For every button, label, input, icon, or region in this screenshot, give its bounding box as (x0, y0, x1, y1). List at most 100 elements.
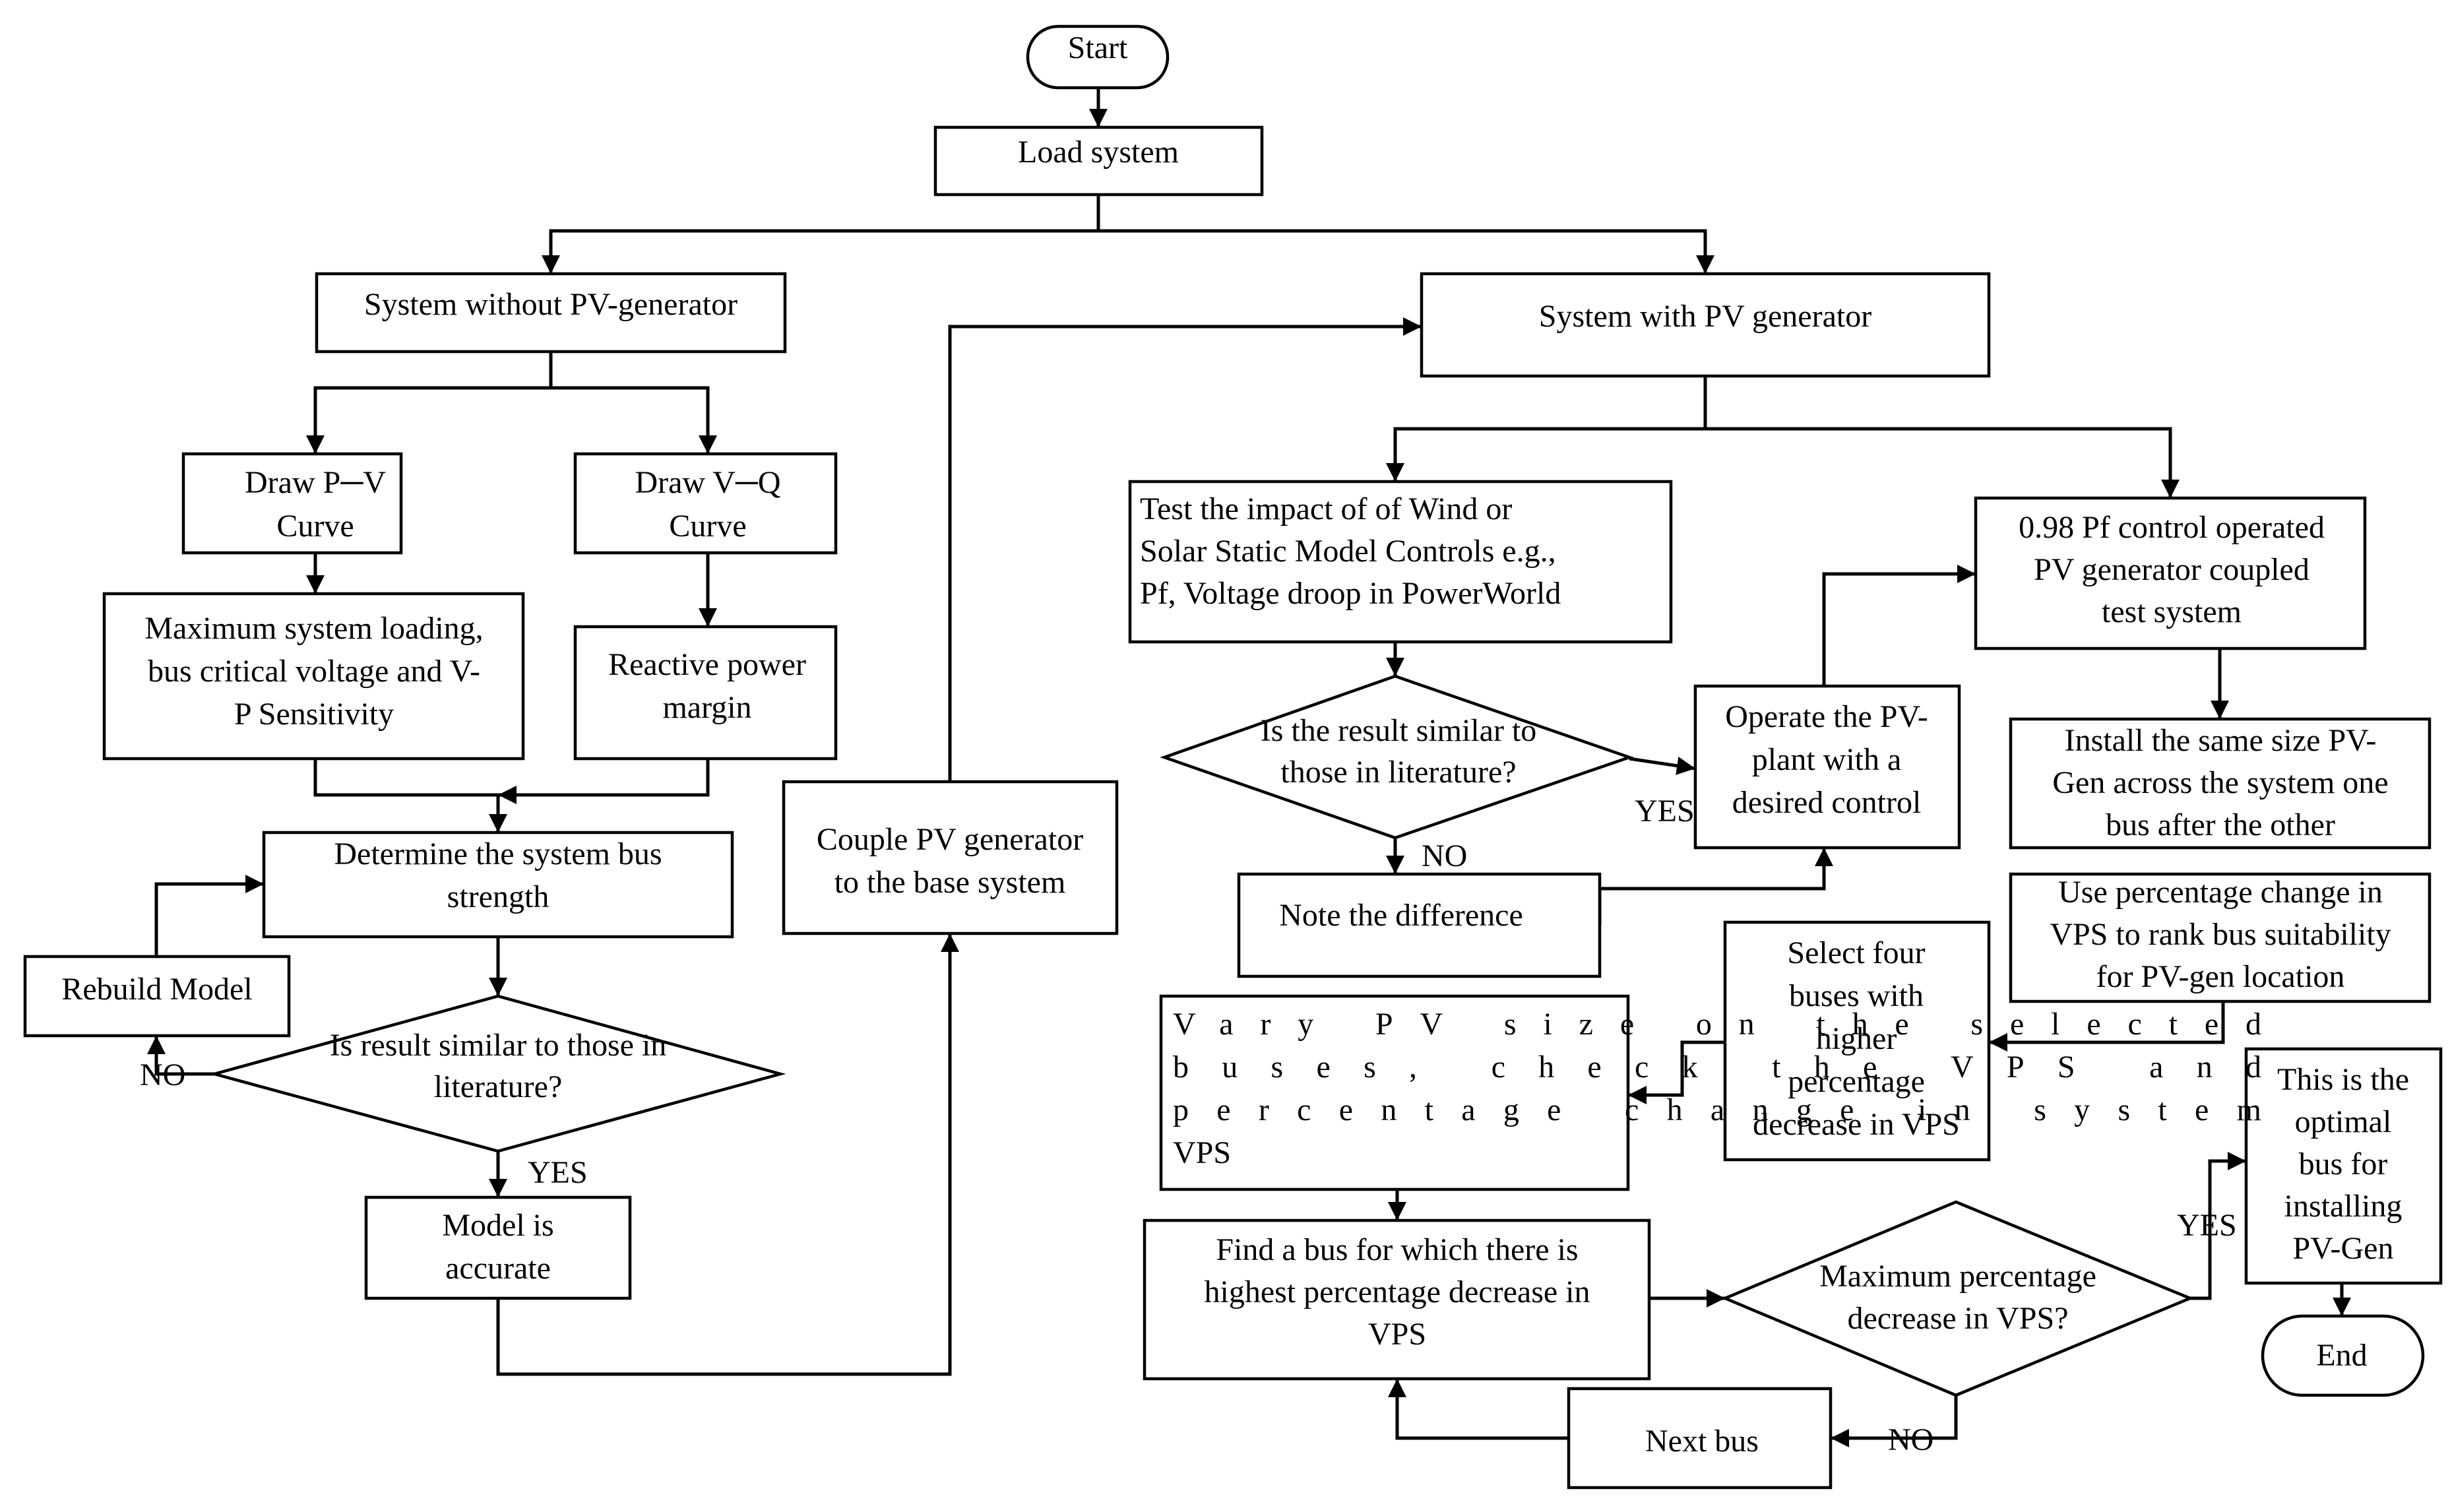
select-line: higher (1816, 1021, 1897, 1056)
optimal-bus-box (2244, 1047, 2443, 1285)
usepct-line: Use percentage change in (2058, 875, 2383, 910)
optimal-line: optimal (2295, 1104, 2392, 1139)
maxload-line: bus critical voltage and V- (148, 654, 480, 689)
accurate-line: accurate (445, 1251, 551, 1286)
couple-pv-box (782, 780, 1119, 935)
edge-to-vq-curve (551, 386, 717, 454)
select-four-buses-box (1723, 920, 1991, 1162)
similar2-line: those in literature? (1280, 755, 1516, 790)
optimal-line: This is the (2277, 1062, 2409, 1097)
rebuild-line: Rebuild Model (61, 972, 252, 1007)
test-line: Pf, Voltage droop in PowerWorld (1140, 576, 1561, 611)
draw-vq-curve-box (573, 452, 838, 555)
optimal-line: installing (2284, 1189, 2403, 1224)
maxload-line: Maximum system loading, (144, 611, 483, 646)
vary-pv-size-box (1159, 994, 1630, 1191)
reactive-label: Reactive power margin (608, 647, 806, 725)
similar2-line: Is the result similar to (1261, 713, 1537, 748)
select-line: decrease in VPS (1753, 1107, 1960, 1142)
edge-usepct-select (1989, 1001, 2225, 1052)
test-line: Test the impact of of Wind or (1140, 491, 1512, 526)
operate-line: plant with a (1752, 742, 1902, 777)
edge-note-operate (1598, 848, 1833, 926)
accurate-label: Model is accurate (442, 1208, 553, 1286)
connectors (147, 88, 2351, 1447)
edge-rebuild-determine (154, 875, 264, 957)
install-line: bus after the other (2106, 807, 2335, 842)
determine-line: Determine the system bus (334, 836, 662, 871)
rebuild-label: Rebuild Model (61, 972, 252, 1007)
pv-curve-line: Draw P─V (245, 465, 386, 500)
without-label: System without PV-generator (364, 287, 738, 322)
note-difference-box (1237, 872, 1602, 978)
usepct-line: for PV-gen location (2096, 959, 2345, 994)
system-with-pv-box (1420, 272, 1991, 378)
maxpct-line: decrease in VPS? (1847, 1301, 2068, 1336)
reactive-power-box (573, 625, 838, 761)
vary-line: VPS (1173, 1135, 1231, 1170)
maxpct-line: Maximum percentage (1819, 1259, 2096, 1294)
next-bus-box (1567, 1387, 1833, 1490)
load-line: Load system (1018, 135, 1179, 170)
operate-line: Operate the PV- (1725, 699, 1928, 734)
end-terminator (2261, 1314, 2425, 1397)
pf-line: 0.98 Pf control operated (2019, 510, 2325, 545)
draw-pv-curve-box (181, 452, 403, 555)
vq-curve-line: Curve (669, 509, 746, 544)
select-line: buses with (1789, 978, 1924, 1013)
similar1-line: literature? (434, 1069, 563, 1104)
usepct-label: Use percentage change in VPS to rank bus … (2050, 875, 2391, 994)
similar-literature-decision-2 (1160, 674, 1634, 840)
load-label: Load system (1018, 135, 1179, 170)
note-label: Note the difference (1279, 898, 1523, 933)
operate-line: desired control (1732, 785, 1922, 820)
no-label-maxpct: NO (1888, 1422, 1933, 1457)
operate-pv-plant-box (1693, 684, 1961, 850)
install-same-size-box (2009, 717, 2432, 850)
operate-label: Operate the PV-plant with a desired contr… (1725, 699, 1928, 820)
edge-nextbus-findbus (1388, 1379, 1569, 1440)
no-label-similar1: NO (140, 1057, 185, 1092)
nextbus-label: Next bus (1645, 1424, 1759, 1459)
edge-select-vary (1628, 1040, 1725, 1104)
pv-curve-line: Curve (276, 509, 354, 544)
edge-to-test (1386, 427, 1705, 482)
reactive-line: margin (662, 690, 751, 725)
no-label-similar2: NO (1422, 838, 1467, 873)
install-line: Install the same size PV- (2065, 723, 2377, 758)
nextbus-line: Next bus (1645, 1424, 1759, 1459)
maximum-percentage-decision (1721, 1200, 2194, 1397)
accurate-line: Model is (442, 1208, 553, 1243)
reactive-line: Reactive power (608, 647, 806, 682)
maxload-line: P Sensitivity (234, 697, 394, 732)
start-terminator (1026, 24, 1170, 90)
start-line: Start (1068, 30, 1128, 65)
shapes (23, 24, 2443, 1490)
edge-to-pf (1705, 427, 2180, 498)
edge-accurate-couple (496, 933, 959, 1376)
pv-curve-label: Draw P─V Curve (245, 465, 386, 544)
system-without-pv-box (315, 272, 787, 354)
determine-bus-strength-box (262, 831, 734, 939)
install-line: Gen across the system one (2052, 765, 2388, 800)
note-line: Note the difference (1279, 898, 1523, 933)
select-line: percentage (1788, 1064, 1925, 1099)
usepct-line: VPS to rank bus suitability (2050, 917, 2391, 952)
find-bus-box (1143, 1218, 1651, 1381)
edge-maxpct-no-nextbus (1831, 1395, 1958, 1447)
couple-line: to the base system (834, 865, 1066, 900)
edge-maxload-merge (313, 759, 498, 797)
edge-reactive-merge (498, 759, 710, 804)
rebuild-model-box (23, 955, 291, 1038)
edge-maxpct-yes-optimal (2190, 1152, 2246, 1300)
use-percentage-box (2009, 872, 2432, 1003)
load-system-box (933, 125, 1264, 197)
yes-label-maxpct: YES (2177, 1208, 2237, 1243)
